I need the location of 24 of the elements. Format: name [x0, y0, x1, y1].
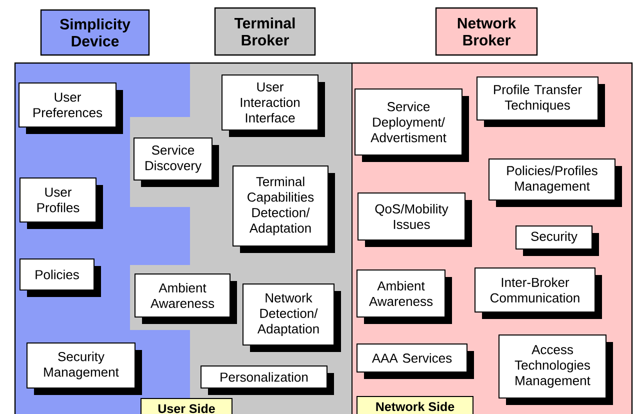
- function-box: Security: [516, 225, 599, 256]
- function-box: Ambient Awareness: [134, 274, 237, 324]
- function-box: Access Technologies Management: [498, 334, 613, 405]
- function-box: Service Discovery: [134, 138, 219, 187]
- function-box: AAA Services: [356, 343, 474, 379]
- header-box: Terminal Broker: [214, 7, 316, 56]
- side-label: Network Side: [356, 396, 474, 414]
- side-label: User Side: [140, 398, 232, 414]
- function-box: Ambient Awareness: [356, 269, 452, 324]
- function-box: Security Management: [26, 342, 142, 395]
- function-box: User Preferences: [18, 82, 123, 134]
- header-box: Simplicity Device: [40, 9, 150, 56]
- function-box: QoS/Mobility Issues: [358, 192, 472, 247]
- header-box: Network Broker: [435, 7, 538, 56]
- function-box: User Profiles: [20, 178, 103, 229]
- function-box: User Interaction Interface: [222, 74, 325, 137]
- function-box: Service Deployment/ Advertisment: [354, 88, 469, 162]
- function-box: Policies/Profiles Management: [488, 158, 622, 207]
- function-box: Terminal Capabilities Detection/ Adaptation: [232, 166, 335, 253]
- function-box: Policies: [20, 258, 101, 297]
- function-box: Personalization: [200, 365, 334, 395]
- function-box: Inter-Broker Communication: [474, 267, 602, 319]
- function-box: Profile Transfer Techniques: [476, 76, 605, 127]
- function-box: Network Detection/ Adaptation: [242, 283, 341, 352]
